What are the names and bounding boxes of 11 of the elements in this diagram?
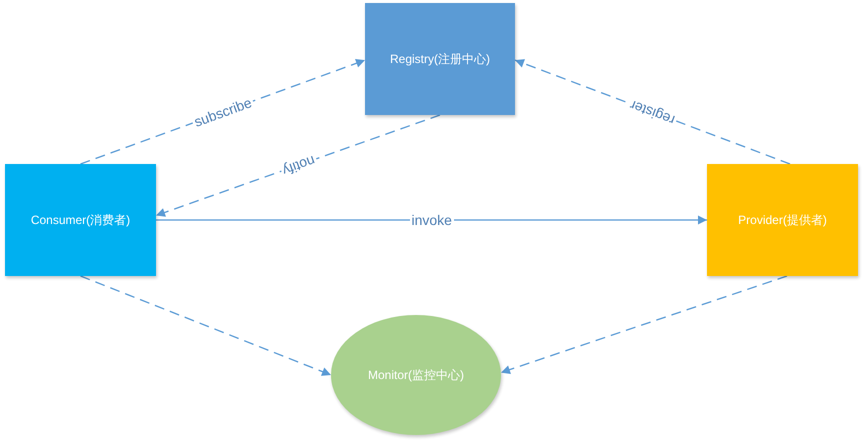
node-label: Registry(注册中心) [390,50,490,68]
registry-box [365,3,515,115]
arrow [156,216,707,224]
node-label: Monitor(监控中心) [368,366,464,384]
provider-box [707,164,858,276]
edge-label: invoke [410,212,454,228]
arrow [500,275,788,374]
consumer-box [5,164,156,276]
arrow [156,114,440,217]
node-label: Consumer(消费者) [30,212,130,228]
node-label: Provider(提供者) [738,212,827,228]
